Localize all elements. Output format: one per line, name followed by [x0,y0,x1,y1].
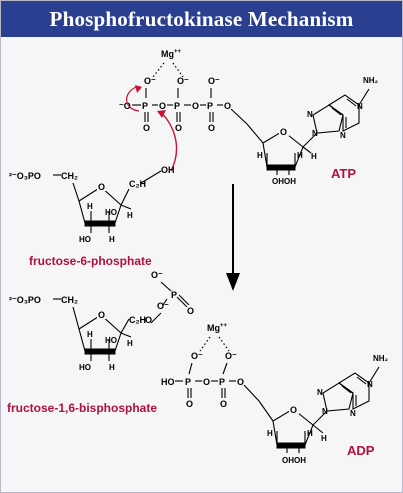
electron-arrow [126,86,140,112]
pyrimidine-ring [328,94,360,132]
atom-o-minus: O⁻ [177,76,189,86]
atom-minus-o: ⁻O [119,101,131,111]
atom-p: P [171,290,177,300]
atom-n: N [367,380,373,389]
atom-h: H [127,211,133,220]
atom-p: P [185,377,191,387]
arrow-head [157,110,166,118]
atom-o-minus: O⁻ [157,301,169,311]
atom-ho: HO [105,208,117,217]
atom-p: P [174,101,180,111]
f6p-label: fructose-6-phosphate [29,254,152,268]
atom-n: N [357,102,363,111]
atom-ch2: CH₂ [61,295,78,305]
mg-ion: Mg++ [161,49,182,59]
atom-h: H [87,202,93,211]
fructose-ring [78,314,122,352]
atom-ho: HO [79,235,91,244]
atom-ho: HO [105,336,117,345]
atom-n: N [312,129,318,138]
f16bp-label: fructose-1,6-bisphosphate [7,401,157,415]
atom-o: O [98,310,105,320]
atom-o: O [203,377,210,387]
adp-label: ADP [347,443,375,458]
atom-o: O [98,182,105,192]
mg-coord-bond [172,62,184,78]
atom-o-minus: O⁻ [151,270,163,280]
atom-ho: HO [161,377,175,387]
atom-h: H [127,339,133,348]
atom-oh: OH [161,165,175,175]
mg-coord-bond [152,62,165,78]
arrow-head [135,85,142,93]
atom-o: O [237,377,244,387]
f6p-molecule: ²⁻O₃PO CH₂ O H HO HO H H C₂H OH fructose… [9,165,175,268]
atom-o-minus: O⁻ [225,351,237,361]
atom-o: O [290,405,297,415]
atom-o: O [143,123,150,133]
atom-h: H [297,151,303,160]
atom-h: H [307,429,313,438]
atom-ch2: CH₂ [61,171,78,181]
atom-o: O [159,101,166,111]
atom-n: N [317,388,323,397]
atom-oh: OH [294,456,306,465]
atom-p: P [207,101,213,111]
atom-h: H [311,152,317,161]
adp-molecule: Mg++ O⁻ O⁻ HO P O P O O O [161,323,389,465]
atom-h: H [109,363,115,372]
atom-o: O [224,101,231,111]
atom-n: N [350,409,356,418]
atom-o: O [220,399,227,409]
atp-molecule: Mg++ O⁻ O⁻ O⁻ ⁻O P O P O P O [119,49,379,186]
atom-o: O [187,306,194,316]
nucleophilic-attack-arrow [160,112,178,172]
atom-o-minus: O⁻ [208,76,220,86]
atom-p: P [219,377,225,387]
atom-h: H [257,151,263,160]
atp-label: ATP [331,166,356,181]
atom-h: H [87,330,93,339]
atom-h: H [109,235,115,244]
atom-o: O [145,315,152,325]
atom-nh2: NH₂ [373,354,389,363]
figure-title: Phosphofructokinase Mechanism [1,1,402,37]
pyrimidine-ring [338,372,370,410]
atom-n: N [307,110,313,119]
atom-oh: OH [284,177,296,186]
atom-o-minus: O⁻ [191,351,203,361]
mg-ion: Mg++ [207,323,228,333]
f16bp-molecule: O⁻ O⁻ P O ²⁻O₃PO CH₂ O H HO HO H [7,270,194,415]
atom-o-minus: O⁻ [144,76,156,86]
atom-o: O [280,127,287,137]
atom-o: O [208,123,215,133]
atom-o: O [186,399,193,409]
atom-h: H [321,434,327,443]
reaction-arrow [226,184,240,291]
atom-p: P [142,101,148,111]
atom-oh: OH [272,177,284,186]
atom-c2h: C₂H [129,179,146,189]
atom-oh: OH [282,456,294,465]
atom-n: N [322,407,328,416]
atom-o: O [192,101,199,111]
atom-h: H [267,429,273,438]
atom-o: O [175,123,182,133]
atom-o3po: ²⁻O₃PO [9,171,41,181]
fructose-ring [78,186,122,224]
atom-c2h: C₂H [129,315,146,325]
atom-nh2: NH₂ [363,76,379,85]
atom-o3po: ²⁻O₃PO [9,295,41,305]
atom-ho: HO [79,363,91,372]
atom-n: N [340,131,346,140]
